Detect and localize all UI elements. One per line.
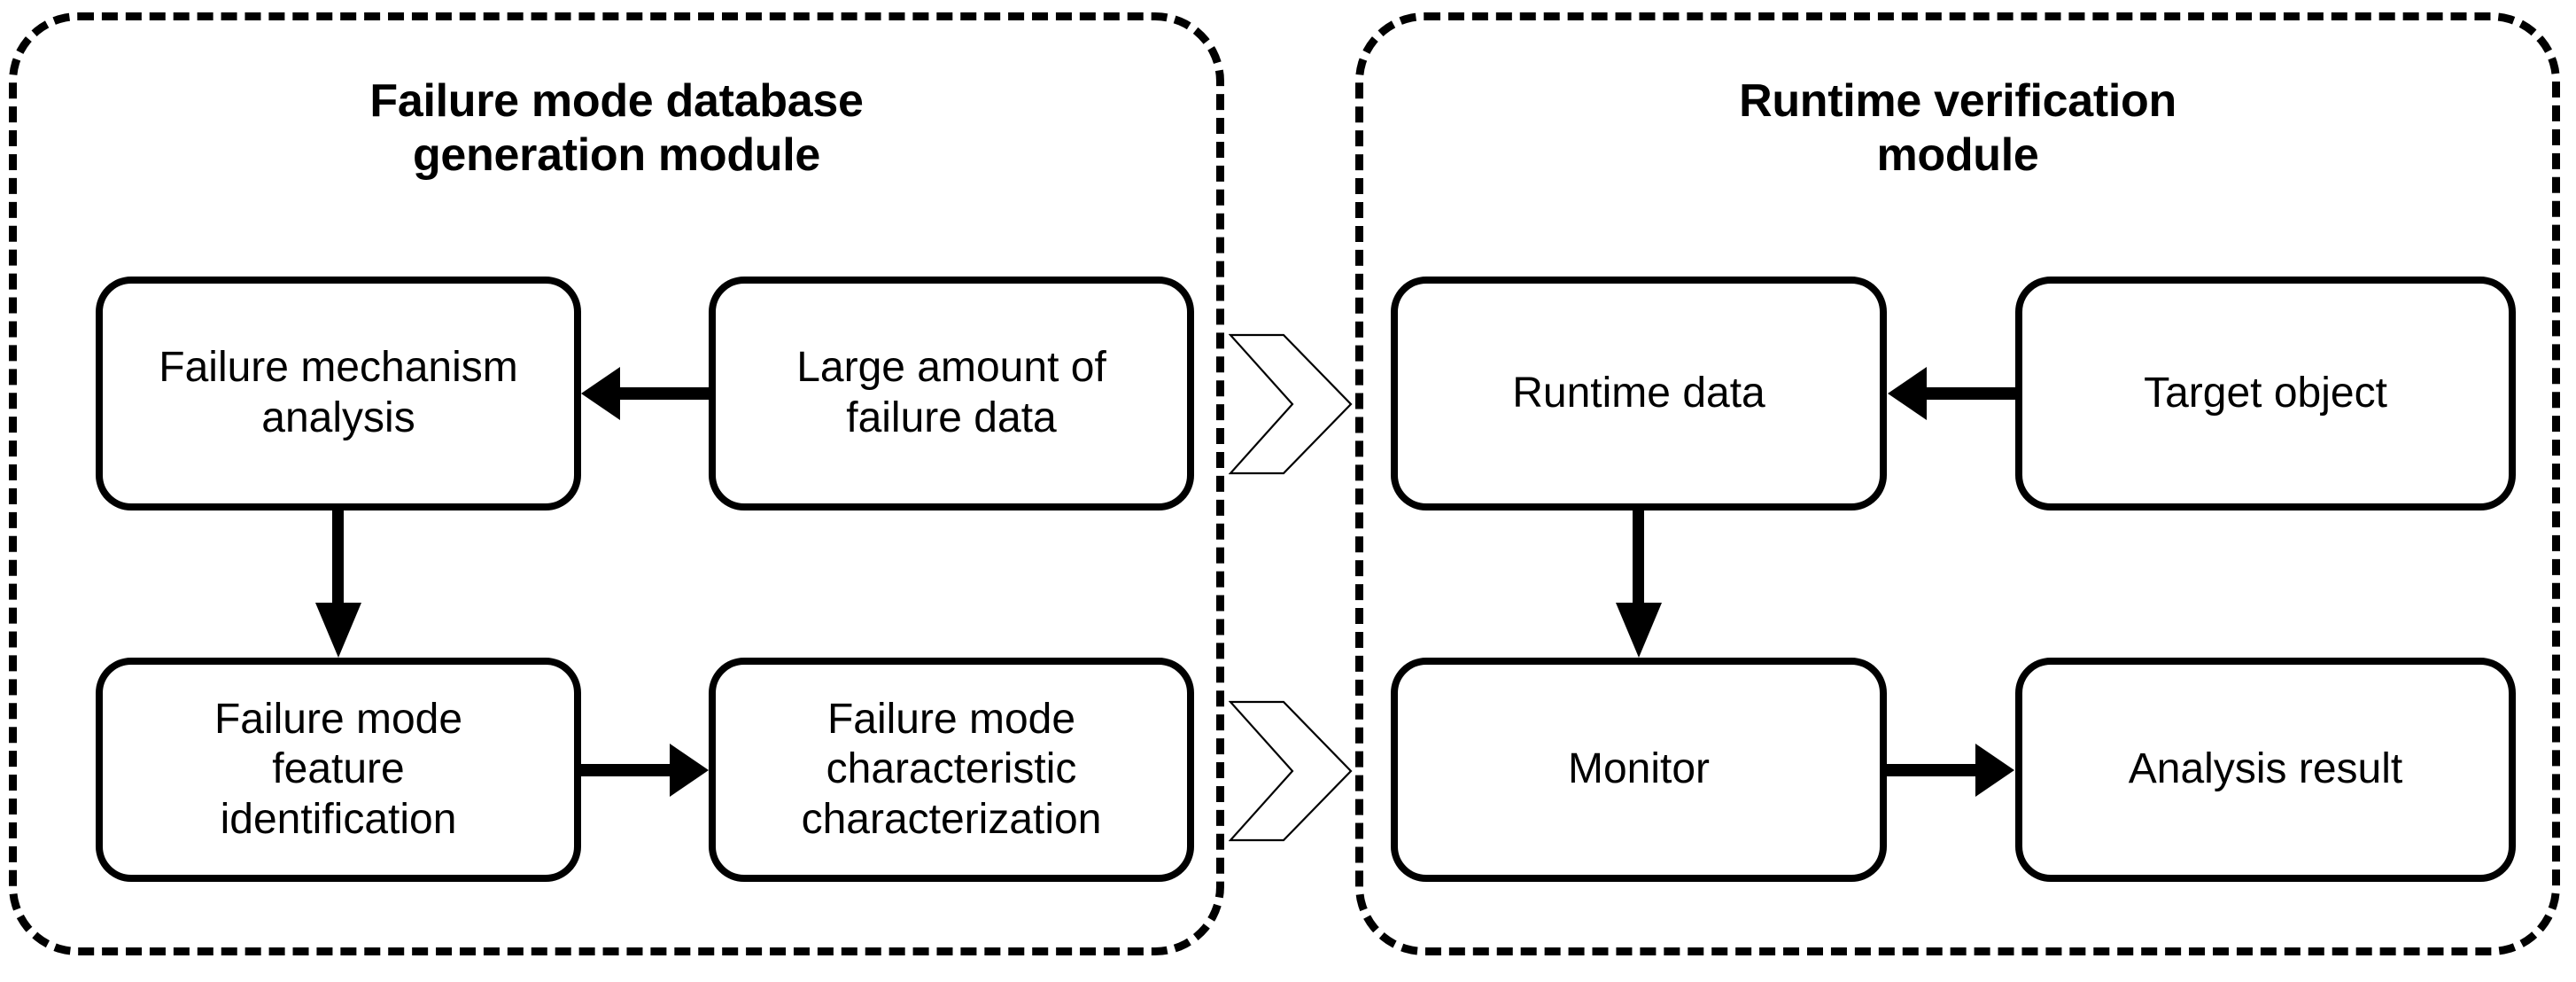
module-chevron-top-icon xyxy=(1229,333,1353,475)
module-panel-failure-mode-database xyxy=(9,12,1224,955)
module-panel-runtime-verification xyxy=(1355,12,2560,955)
module-title-failure-mode-database: Failure mode database generation module xyxy=(369,75,864,181)
module-chevron-bottom-icon xyxy=(1229,700,1353,842)
arrow-target-object-to-runtime-data xyxy=(1888,367,2015,420)
arrowhead-down-icon xyxy=(314,603,361,658)
node-failure-mechanism-analysis[interactable]: Failure mechanism analysis xyxy=(96,277,581,510)
node-large-amount-of-failure-data[interactable]: Large amount of failure data xyxy=(709,277,1194,510)
arrowhead-left-icon xyxy=(581,367,620,420)
node-runtime-data[interactable]: Runtime data xyxy=(1391,277,1887,510)
arrow-mechanism-analysis-to-feature-identification xyxy=(314,507,361,658)
arrow-runtime-data-to-monitor xyxy=(1615,507,1662,658)
node-monitor[interactable]: Monitor xyxy=(1391,658,1887,882)
node-failure-mode-characteristic-characterization[interactable]: Failure mode characteristic characteriza… xyxy=(709,658,1194,882)
node-analysis-result[interactable]: Analysis result xyxy=(2015,658,2516,882)
node-failure-mode-feature-identification[interactable]: Failure mode feature identification xyxy=(96,658,581,882)
module-title-runtime-verification: Runtime verification module xyxy=(1739,75,2176,181)
arrowhead-down-icon xyxy=(1615,603,1662,658)
node-target-object[interactable]: Target object xyxy=(2015,277,2516,510)
arrowhead-right-icon xyxy=(670,744,709,797)
arrow-monitor-to-analysis-result xyxy=(1887,744,2014,797)
arrowhead-left-icon xyxy=(1888,367,1927,420)
arrow-failure-data-to-mechanism-analysis xyxy=(581,367,709,420)
arrowhead-right-icon xyxy=(1975,744,2014,797)
arrow-feature-identification-to-characteristic-characterization xyxy=(581,744,709,797)
